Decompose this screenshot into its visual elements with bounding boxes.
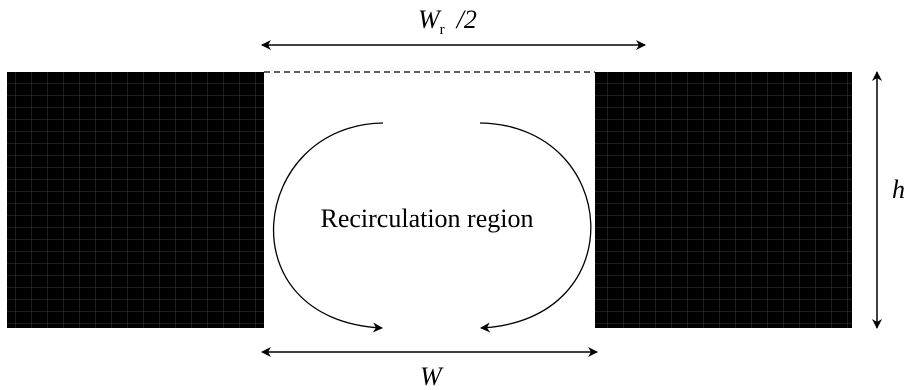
height-label: h bbox=[892, 175, 905, 204]
left-recirculation-arc bbox=[272, 122, 384, 333]
bottom-width-label: W bbox=[420, 362, 444, 390]
top-width-label: Wr/2 bbox=[418, 5, 477, 38]
recirculation-region-label: Recirculation region bbox=[321, 204, 534, 233]
left-block bbox=[7, 72, 264, 328]
right-recirculation-arc bbox=[479, 122, 592, 333]
right-block bbox=[595, 72, 852, 328]
